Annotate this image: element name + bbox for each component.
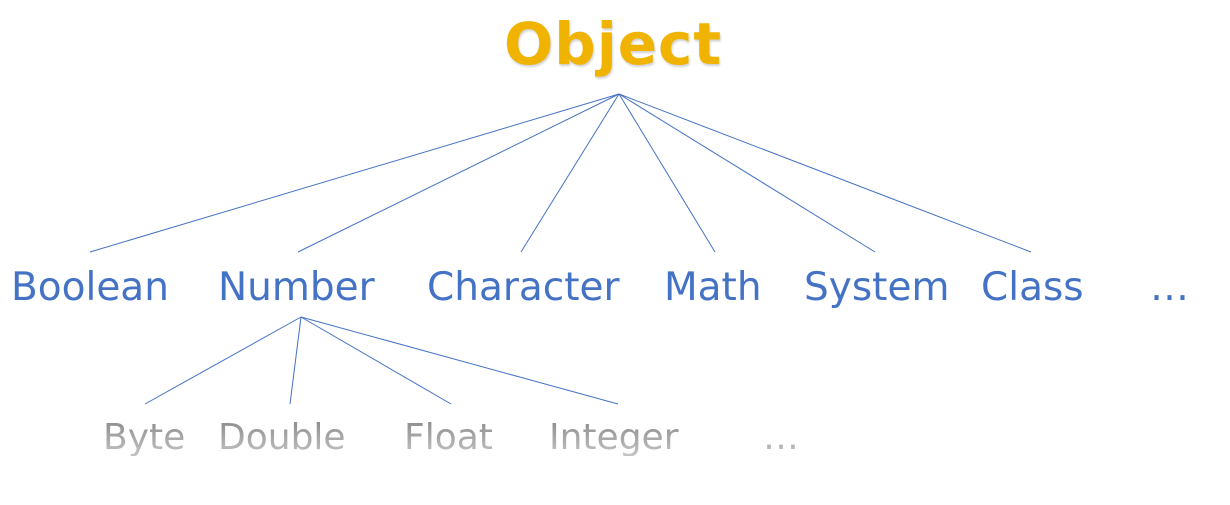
- node-system: System: [804, 265, 950, 310]
- node-integer: Integer: [549, 417, 679, 458]
- node-byte: Byte: [103, 417, 186, 458]
- node-float: Float: [404, 417, 493, 458]
- edge-number-double: [289, 316, 302, 405]
- node-number: Number: [218, 265, 375, 310]
- node-more-level2: …: [763, 417, 799, 458]
- edge-object-class: [618, 93, 1032, 253]
- edge-object-number: [297, 93, 620, 253]
- node-double: Double: [218, 417, 346, 458]
- edge-object-character: [520, 93, 620, 253]
- node-math: Math: [664, 265, 762, 310]
- node-character: Character: [427, 265, 620, 310]
- edge-object-system: [618, 93, 876, 253]
- node-boolean: Boolean: [11, 265, 169, 310]
- edge-number-float: [300, 316, 452, 405]
- edge-object-boolean: [89, 93, 620, 253]
- node-more-level1: …: [1150, 265, 1189, 310]
- edge-number-byte: [144, 316, 302, 405]
- node-class: Class: [981, 265, 1084, 310]
- node-object: Object: [504, 10, 723, 78]
- edge-object-math: [618, 93, 716, 253]
- edge-number-integer: [300, 316, 619, 405]
